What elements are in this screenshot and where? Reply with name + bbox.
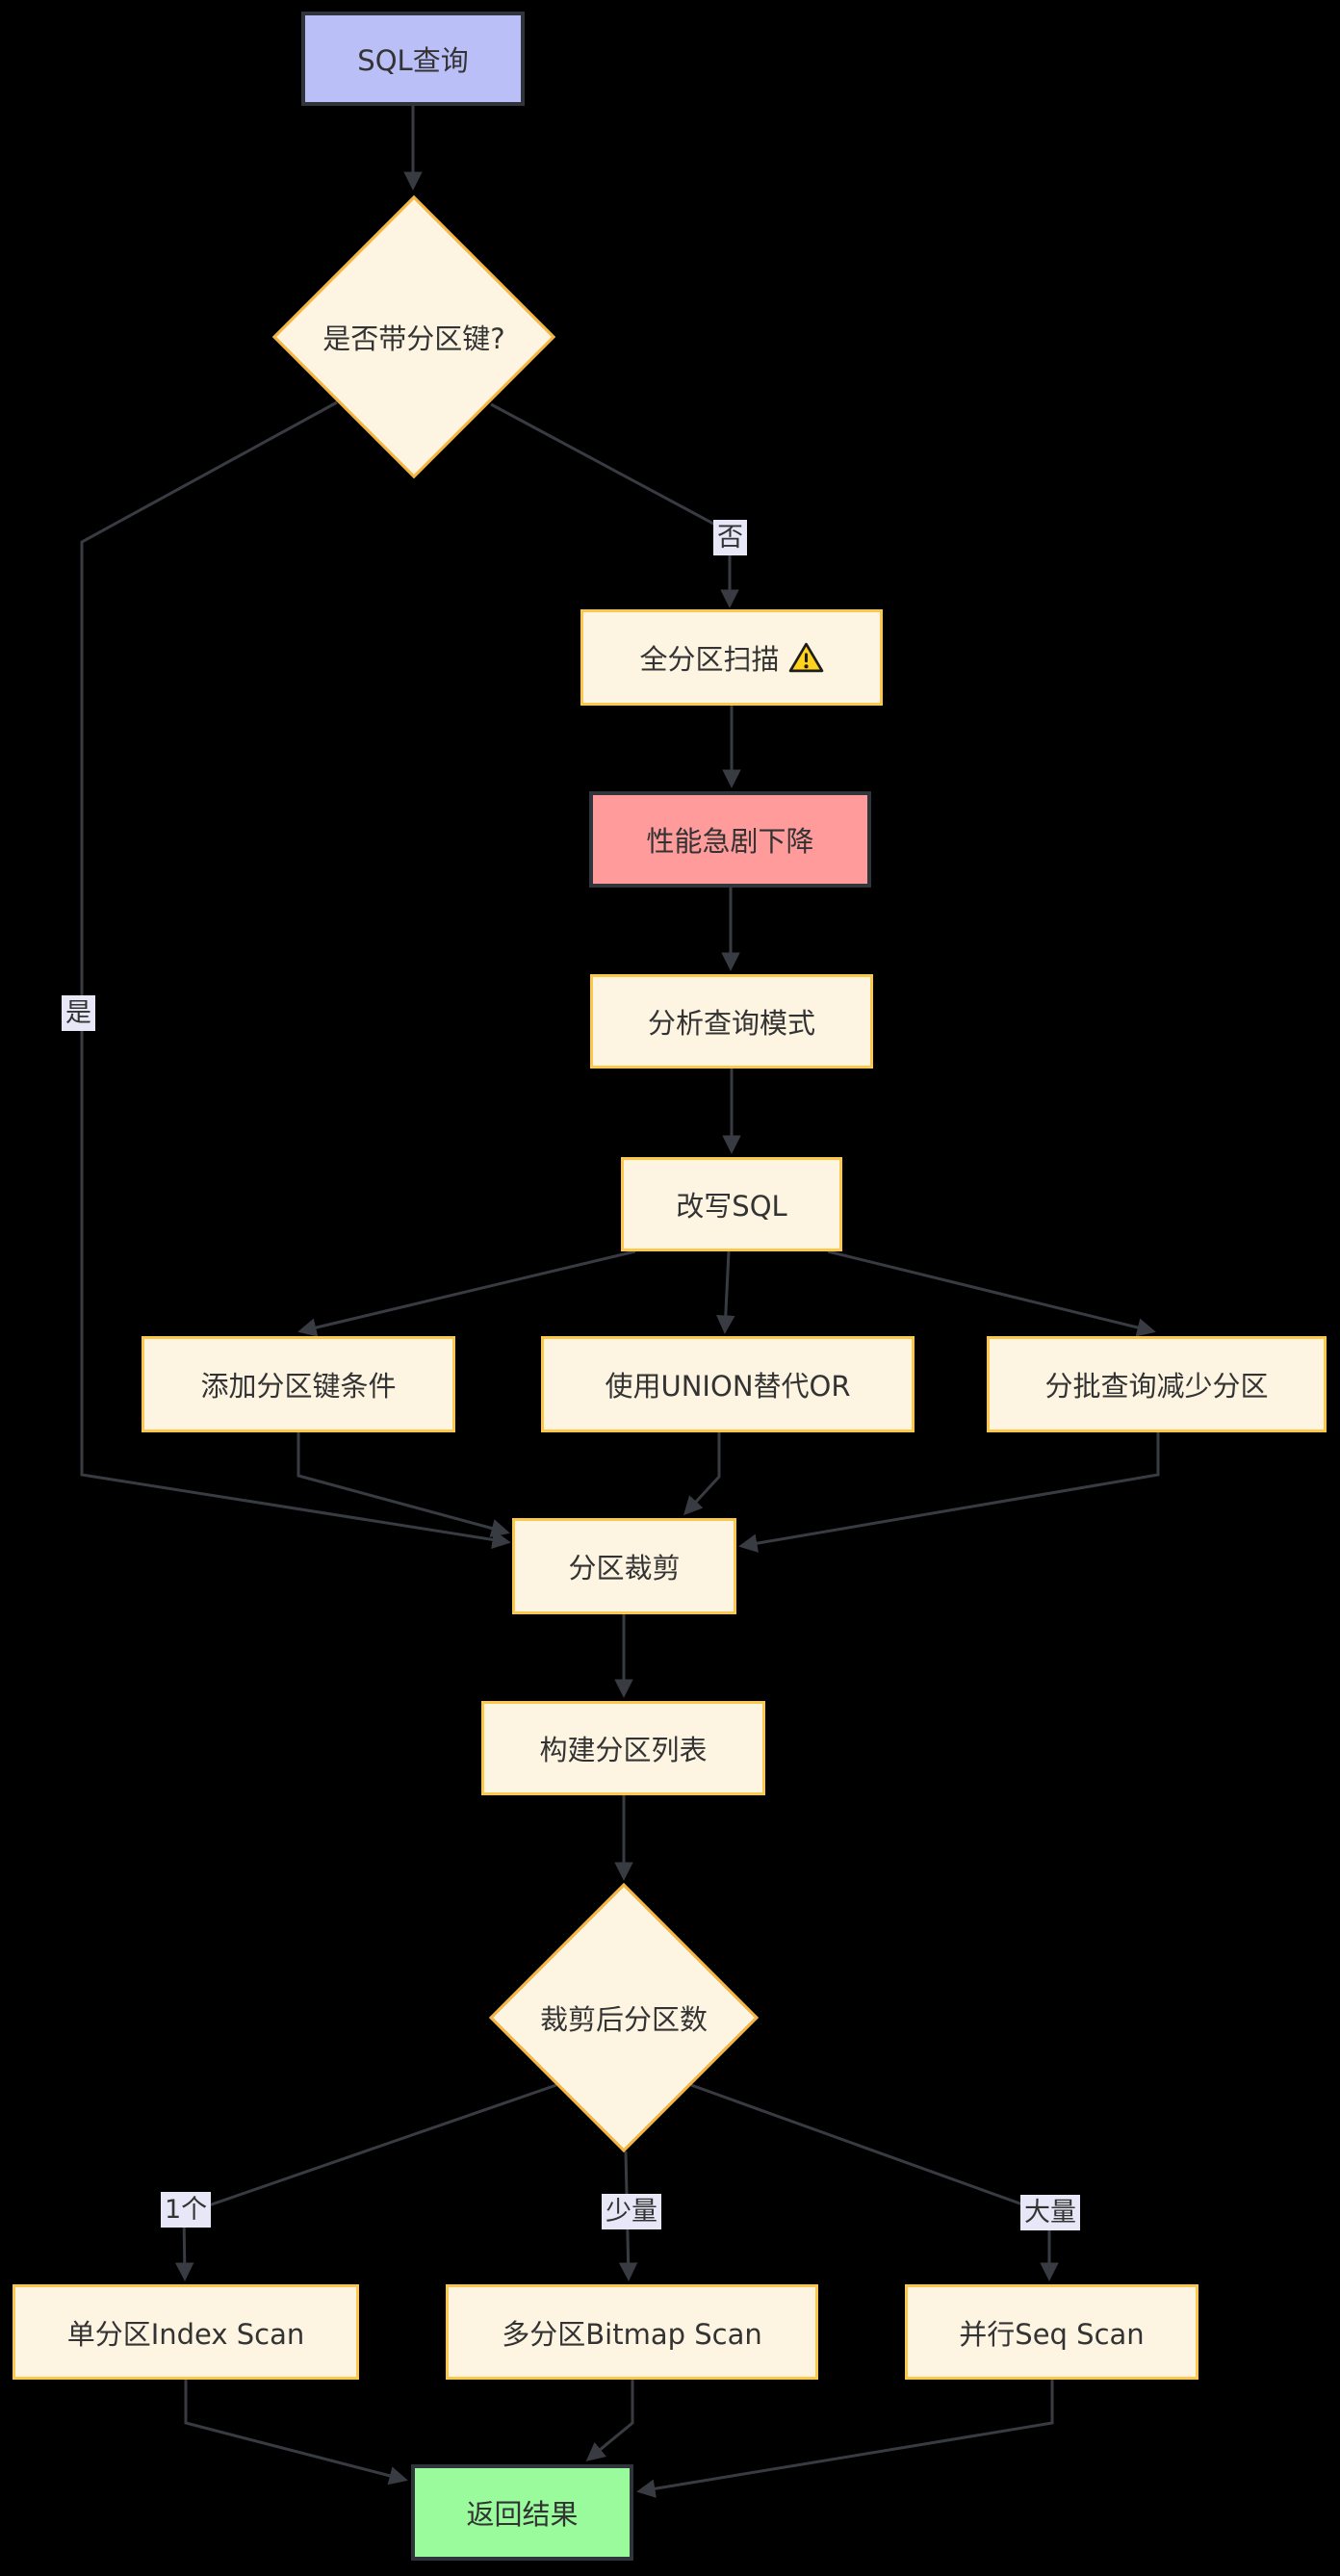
node-pruned-count-label: 裁剪后分区数 [539, 2003, 708, 2036]
edge-label-yes: 是 [62, 995, 95, 1032]
edge-batch-prune [738, 1432, 1160, 1553]
node-union-instead-or: 使用UNION替代OR [541, 1336, 915, 1432]
node-rewrite-sql: 改写SQL [621, 1157, 842, 1251]
node-check-partition-key-label: 是否带分区键? [322, 322, 505, 355]
edge-rewrite-union [716, 1250, 735, 1334]
node-return-result-label: 返回结果 [466, 2498, 579, 2531]
warning-icon [788, 642, 823, 672]
node-single-index-scan: 单分区Index Scan [13, 2284, 359, 2380]
node-build-partition-list-label: 构建分区列表 [539, 1734, 708, 1766]
node-multi-bitmap-scan: 多分区Bitmap Scan [446, 2284, 818, 2380]
node-add-key-cond: 添加分区键条件 [142, 1336, 455, 1432]
node-perf-drop: 性能急剧下降 [589, 791, 871, 888]
node-analyze-pattern-label: 分析查询模式 [647, 1007, 815, 1040]
node-rewrite-sql-label: 改写SQL [676, 1190, 787, 1223]
node-union-instead-or-label: 使用UNION替代OR [605, 1370, 851, 1403]
edge-bitmapscan-result [585, 2380, 634, 2461]
edge-rewrite-addkey [297, 1249, 636, 1337]
node-single-index-scan-label: 单分区Index Scan [66, 2317, 305, 2351]
edge-indexscan-result [184, 2380, 408, 2486]
edge-label-one: 1个 [161, 2192, 212, 2228]
node-parallel-seq-scan-label: 并行Seq Scan [959, 2317, 1145, 2351]
node-analyze-pattern: 分析查询模式 [590, 974, 873, 1069]
edge-count-one [175, 2083, 557, 2281]
node-start-label: SQL查询 [357, 44, 469, 77]
node-add-key-cond-label: 添加分区键条件 [200, 1370, 397, 1403]
edge-addkey-prune [296, 1432, 510, 1538]
node-batch-query: 分批查询减少分区 [987, 1336, 1327, 1432]
node-return-result: 返回结果 [411, 2464, 633, 2561]
edge-count-many [690, 2083, 1059, 2281]
node-full-scan: 全分区扫描 [580, 609, 883, 706]
node-perf-drop-label: 性能急剧下降 [646, 825, 814, 858]
node-parallel-seq-scan: 并行Seq Scan [905, 2284, 1198, 2380]
edge-label-many: 大量 [1020, 2195, 1080, 2231]
node-batch-query-label: 分批查询减少分区 [1044, 1370, 1269, 1403]
node-partition-prune: 分区裁剪 [512, 1518, 736, 1614]
edge-seqscan-result [636, 2380, 1054, 2498]
edge-check-no [490, 402, 739, 608]
node-start: SQL查询 [301, 12, 525, 106]
node-partition-prune-label: 分区裁剪 [568, 1552, 681, 1584]
edge-rewrite-batch [827, 1249, 1156, 1337]
edge-label-few: 少量 [602, 2194, 661, 2230]
edge-union-prune [683, 1432, 721, 1516]
node-build-partition-list: 构建分区列表 [481, 1701, 765, 1795]
edge-label-no: 否 [713, 520, 747, 556]
node-full-scan-label: 全分区扫描 [639, 643, 780, 676]
node-multi-bitmap-scan-label: 多分区Bitmap Scan [502, 2317, 762, 2351]
